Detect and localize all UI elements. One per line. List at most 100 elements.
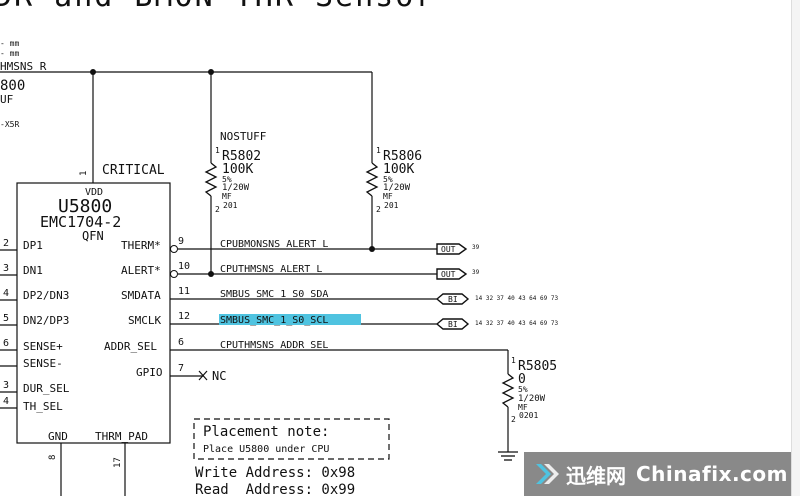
vertical-scrollbar[interactable] [791,0,800,496]
left-pin-dur-sel-name: DUR_SEL [23,382,70,395]
net-label-smbus-scl-highlight [219,314,361,325]
r5806-zigzag [365,162,379,197]
r5806-value: 100K [383,162,414,177]
offpage-bi-sda-tag: BI [448,295,458,304]
left-pin-sense-plus-name: SENSE+ [23,340,63,353]
offpage-out-2: OUT 39 [436,268,480,280]
left-pin-dp1-name: DP1 [23,239,43,252]
left-pin-th-sel-num: 4 [3,396,9,407]
pin-num-vdd: 1 [79,171,89,176]
note-net-hmsns: HMSNS_R [0,60,47,73]
r5802-type: MF [222,192,232,201]
nc-label: NC [212,369,226,383]
r5805-zigzag [501,373,515,408]
note-mm-1: - mm [0,39,19,48]
offpage-bi-scl-tag: BI [448,320,458,329]
ic-vdd-label: VDD [85,187,103,198]
r5805-tol: 5% [518,385,528,394]
left-pin-dn2-num: 5 [3,313,9,324]
net-label-cputhmsns-alert: CPUTHMSNS_ALERT_L [220,264,322,275]
r5805-power: 1/20W [518,394,546,404]
offpage-out-1-refs: 39 [472,244,480,251]
critical-label: CRITICAL [102,163,165,178]
note-cap-val: UF [0,93,13,106]
r5806-ref: R5806 [383,149,422,164]
offpage-out-2-tag: OUT [441,270,456,279]
r5802-nostuff: NOSTUFF [220,130,266,143]
therm-bubble [170,245,178,253]
r5805-type: MF [518,403,528,412]
note-mm-2: - mm [0,49,19,58]
right-pin-gpio-name: GPIO [136,366,163,379]
offpage-out-2-refs: 39 [472,269,480,276]
left-pin-dp2-name: DP2/DN3 [23,289,69,302]
r5802-power: 1/20W [222,183,250,193]
nc-cross-2 [198,370,208,381]
left-pin-dur-sel: 3 DUR_SEL [0,380,70,395]
left-pin-dur-sel-num: 3 [3,380,9,391]
pin-num-thrm: 17 [113,457,123,468]
offpage-bi-scl-refs: 14 32 37 40 43 64 69 73 [475,320,558,327]
right-pin-smdata-num: 11 [178,286,190,297]
net-label-cpubmonsns-alert: CPUBMONSNS_ALERT_L [220,239,328,250]
offpage-bi-sda: BI 14 32 37 40 43 64 69 73 [435,293,558,305]
ic-part: EMC1704-2 [40,213,121,231]
chinafix-logo-icon [536,464,559,484]
note-cap-type: -X5R [0,120,19,129]
title-fragment: DR and BMON THR Sensor [0,0,435,14]
right-pin-smdata-name: SMDATA [121,289,161,302]
placement-note-heading: Placement note: [203,424,329,440]
offpage-bi-scl: BI 14 32 37 40 43 64 69 73 [435,318,558,330]
watermark-en: Chinafix.com [636,462,788,486]
left-pin-dn1: 3 DN1 [0,263,43,277]
write-address: Write Address: 0x98 [195,465,355,481]
r5802-tol: 5% [222,175,232,184]
ic-package: QFN [82,229,104,243]
watermark-cn: 迅维网 [566,463,626,488]
placement-note-text: Place U5800 under CPU [203,444,329,455]
r5806-pin1: 1 [376,146,381,155]
ic-thrm-pad-label: THRM_PAD [95,430,148,443]
left-pin-th-sel-name: TH_SEL [23,400,63,413]
r5802-ref: R5802 [222,149,261,164]
left-pin-dp1-num: 2 [3,238,9,249]
junction-r5806-alert [369,246,375,252]
ic-body [16,182,171,444]
net-label-addr-sel: CPUTHMSNS_ADDR_SEL [220,340,328,351]
right-pin-alert-num: 10 [178,261,190,272]
right-pin-gpio-num: 7 [178,363,184,374]
r5805-value: 0 [518,372,526,387]
left-pin-sense-minus: SENSE- [0,357,63,370]
left-pin-dn1-num: 3 [3,263,9,274]
offpage-bi-sda-refs: 14 32 37 40 43 64 69 73 [475,295,558,302]
right-pin-alert-name: ALERT* [121,264,161,277]
r5806-type: MF [383,192,393,201]
right-pin-smclk-name: SMCLK [128,314,161,327]
junction-r5802-alert [208,271,214,277]
left-pin-sense-minus-name: SENSE- [23,357,63,370]
placement-note-box [193,418,390,460]
alert-bubble [170,270,178,278]
ic-ref: U5800 [58,196,112,217]
r5806-tol: 5% [383,175,393,184]
right-pin-addr-sel-name: ADDR_SEL [104,340,157,353]
pin-num-gnd: 8 [48,455,58,460]
offpage-out-1: OUT 39 [436,243,480,255]
left-pin-dp1: 2 DP1 [0,238,43,252]
r5806-pkg: 201 [384,201,399,210]
read-address: Read Address: 0x99 [195,482,355,496]
left-pin-th-sel: 4 TH_SEL [0,396,63,413]
r5805-pin1: 1 [511,356,516,365]
left-pin-dp2: 4 DP2/DN3 [0,288,69,302]
offpage-out-1-tag: OUT [441,245,456,254]
r5802-value: 100K [222,162,253,177]
r5802-pin1: 1 [215,146,220,155]
r5802-zigzag [204,162,218,197]
net-label-smbus-scl[interactable]: SMBUS_SMC_1_S0_SCL [220,315,328,326]
r5802-pin2: 2 [215,205,220,214]
left-pin-dn2-name: DN2/DP3 [23,314,69,327]
left-pin-sense-plus: 6 SENSE+ [0,338,63,353]
r5806-power: 1/20W [383,183,411,193]
right-pin-therm-num: 9 [178,236,184,247]
